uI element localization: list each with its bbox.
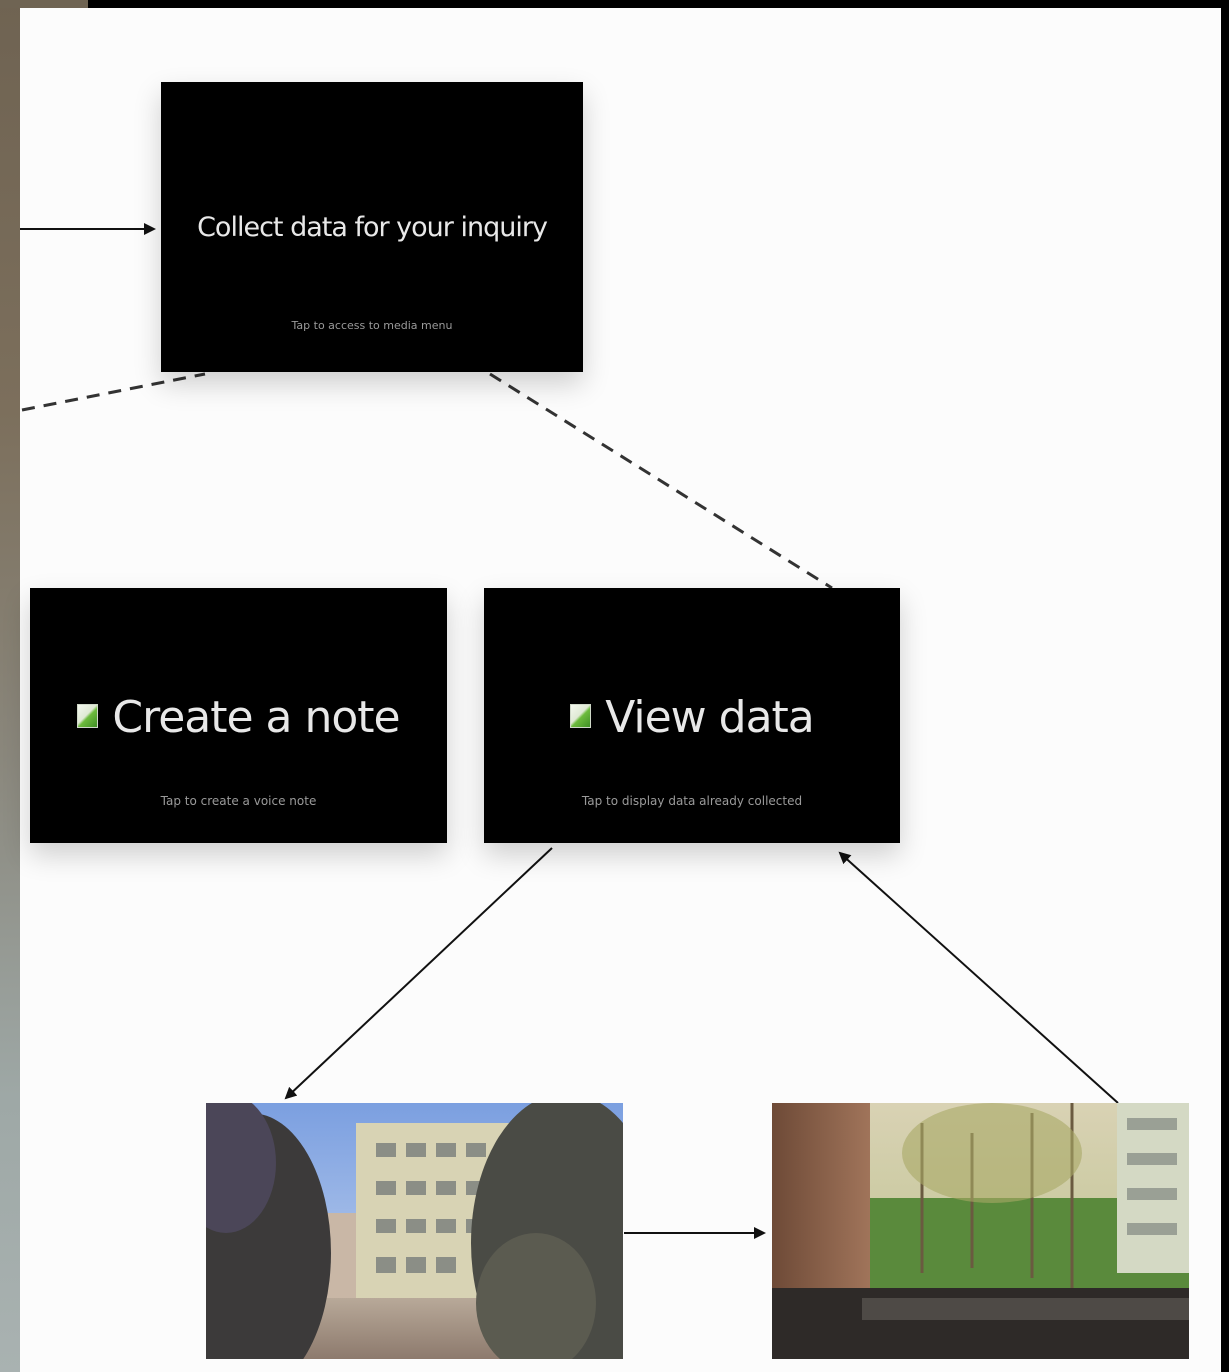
card-title: View data bbox=[605, 692, 815, 743]
card-title-row: Create a note bbox=[30, 692, 447, 743]
card-collect-data: Collect data for your inquiry Tap to acc… bbox=[161, 82, 583, 372]
dashed-link-left bbox=[21, 372, 206, 412]
card-create-note: Create a note Tap to create a voice note bbox=[30, 588, 447, 843]
card-title: Collect data for your inquiry bbox=[197, 212, 548, 243]
card-subtitle: Tap to access to media menu bbox=[291, 319, 453, 332]
card-subtitle: Tap to create a voice note bbox=[160, 794, 317, 808]
note-icon bbox=[77, 704, 99, 728]
data-icon bbox=[570, 704, 592, 728]
card-subtitle: Tap to display data already collected bbox=[581, 794, 803, 808]
dashed-link-right bbox=[489, 372, 833, 590]
card-title-row: View data bbox=[484, 692, 900, 743]
building-exterior-photo bbox=[206, 1103, 623, 1359]
background-strip-top bbox=[0, 0, 88, 8]
window-view-photo bbox=[772, 1103, 1189, 1359]
arrow-viewdata-to-photo1 bbox=[284, 847, 553, 1100]
card-view-data: View data Tap to display data already co… bbox=[484, 588, 900, 843]
screen-edge bbox=[1221, 0, 1229, 1372]
card-title: Create a note bbox=[112, 692, 400, 743]
arrow-photo2-to-viewdata bbox=[838, 851, 1119, 1104]
background-strip-left bbox=[0, 0, 20, 1372]
